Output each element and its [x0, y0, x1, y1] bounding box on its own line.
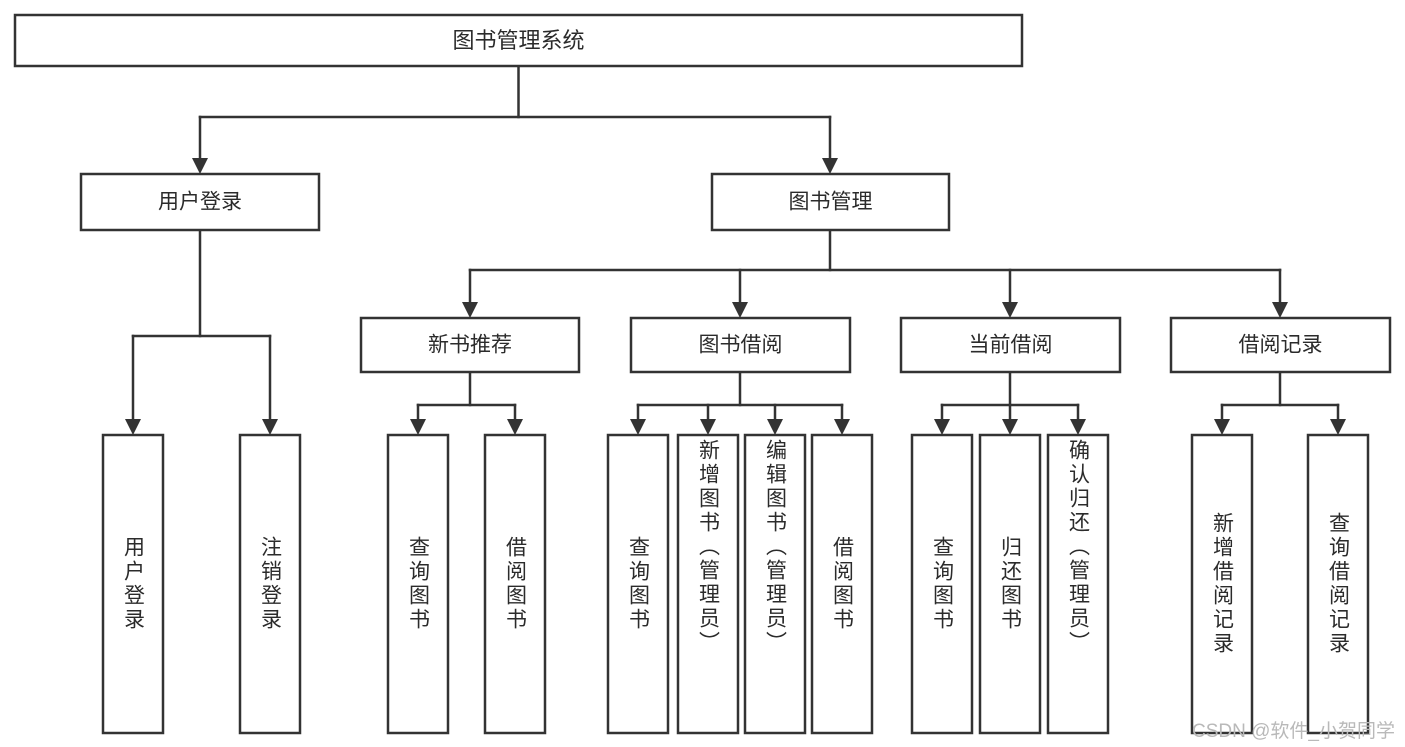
arrow-head-book-manage [822, 158, 838, 174]
leaf-query-book-2-box[interactable] [606, 433, 670, 735]
arrow-head-leaf-query-book-1 [410, 419, 426, 435]
leaf-add-record-box[interactable] [1190, 433, 1254, 735]
node-borrow-record[interactable]: 借阅记录 [1169, 316, 1392, 374]
node-borrow-record-label: 借阅记录 [1239, 334, 1323, 357]
arrow-head-leaf-add-book [700, 419, 716, 435]
arrow-head-leaf-query-book-3 [934, 419, 950, 435]
leaf-edit-book-box[interactable] [743, 433, 807, 735]
arrow-head-book-borrow [732, 302, 748, 318]
arrow-head-leaf-confirm-return [1070, 419, 1086, 435]
arrow-head-borrow-record [1272, 302, 1288, 318]
leaf-borrow-book-2-box[interactable] [810, 433, 874, 735]
node-user-login[interactable]: 用户登录 [79, 172, 321, 232]
node-root[interactable]: 图书管理系统 [13, 13, 1024, 68]
leaf-query-book-1-box[interactable] [386, 433, 450, 735]
arrow-head-leaf-borrow-book-1 [507, 419, 523, 435]
arrow-head-leaf-logout [262, 419, 278, 435]
arrow-head-user-login [192, 158, 208, 174]
arrow-head-new-book-recommend [462, 302, 478, 318]
leaf-user-login-box[interactable] [101, 433, 165, 735]
leaf-add-book-box[interactable] [676, 433, 740, 735]
arrow-head-leaf-query-record [1330, 419, 1346, 435]
leaf-query-book-3-box[interactable] [910, 433, 974, 735]
node-book-manage-label: 图书管理 [789, 191, 873, 214]
arrow-head-leaf-user-login [125, 419, 141, 435]
node-current-borrow[interactable]: 当前借阅 [899, 316, 1122, 374]
node-root-label: 图书管理系统 [452, 28, 584, 53]
node-new-book-recommend-label: 新书推荐 [428, 334, 512, 357]
arrow-head-leaf-query-book-2 [630, 419, 646, 435]
node-book-manage-box[interactable] [710, 172, 951, 232]
leaf-return-book-box[interactable] [978, 433, 1042, 735]
node-current-borrow-box[interactable] [899, 316, 1122, 374]
node-book-borrow-box[interactable] [629, 316, 852, 374]
arrow-head-leaf-return-book [1002, 419, 1018, 435]
arrow-head-leaf-edit-book [767, 419, 783, 435]
node-book-borrow-label: 图书借阅 [699, 334, 783, 357]
node-new-book-recommend[interactable]: 新书推荐 [359, 316, 581, 374]
node-current-borrow-label: 当前借阅 [969, 334, 1053, 357]
node-root-box[interactable] [13, 13, 1024, 68]
watermark-text: CSDN @软件_小贺同学 [1192, 721, 1395, 742]
arrow-head-current-borrow [1002, 302, 1018, 318]
node-user-login-box[interactable] [79, 172, 321, 232]
connector-layer [125, 64, 1346, 435]
leaf-query-record-box[interactable] [1306, 433, 1370, 735]
node-user-login-label: 用户登录 [158, 191, 242, 214]
arrow-head-leaf-add-record [1214, 419, 1230, 435]
node-borrow-record-box[interactable] [1169, 316, 1392, 374]
leaf-boxes [101, 433, 1370, 735]
leaf-borrow-book-1-box[interactable] [483, 433, 547, 735]
node-book-borrow[interactable]: 图书借阅 [629, 316, 852, 374]
node-new-book-recommend-box[interactable] [359, 316, 581, 374]
arrow-head-leaf-borrow-book-2 [834, 419, 850, 435]
leaf-logout-box[interactable] [238, 433, 302, 735]
node-book-manage[interactable]: 图书管理 [710, 172, 951, 232]
leaf-confirm-return-box[interactable] [1046, 433, 1110, 735]
